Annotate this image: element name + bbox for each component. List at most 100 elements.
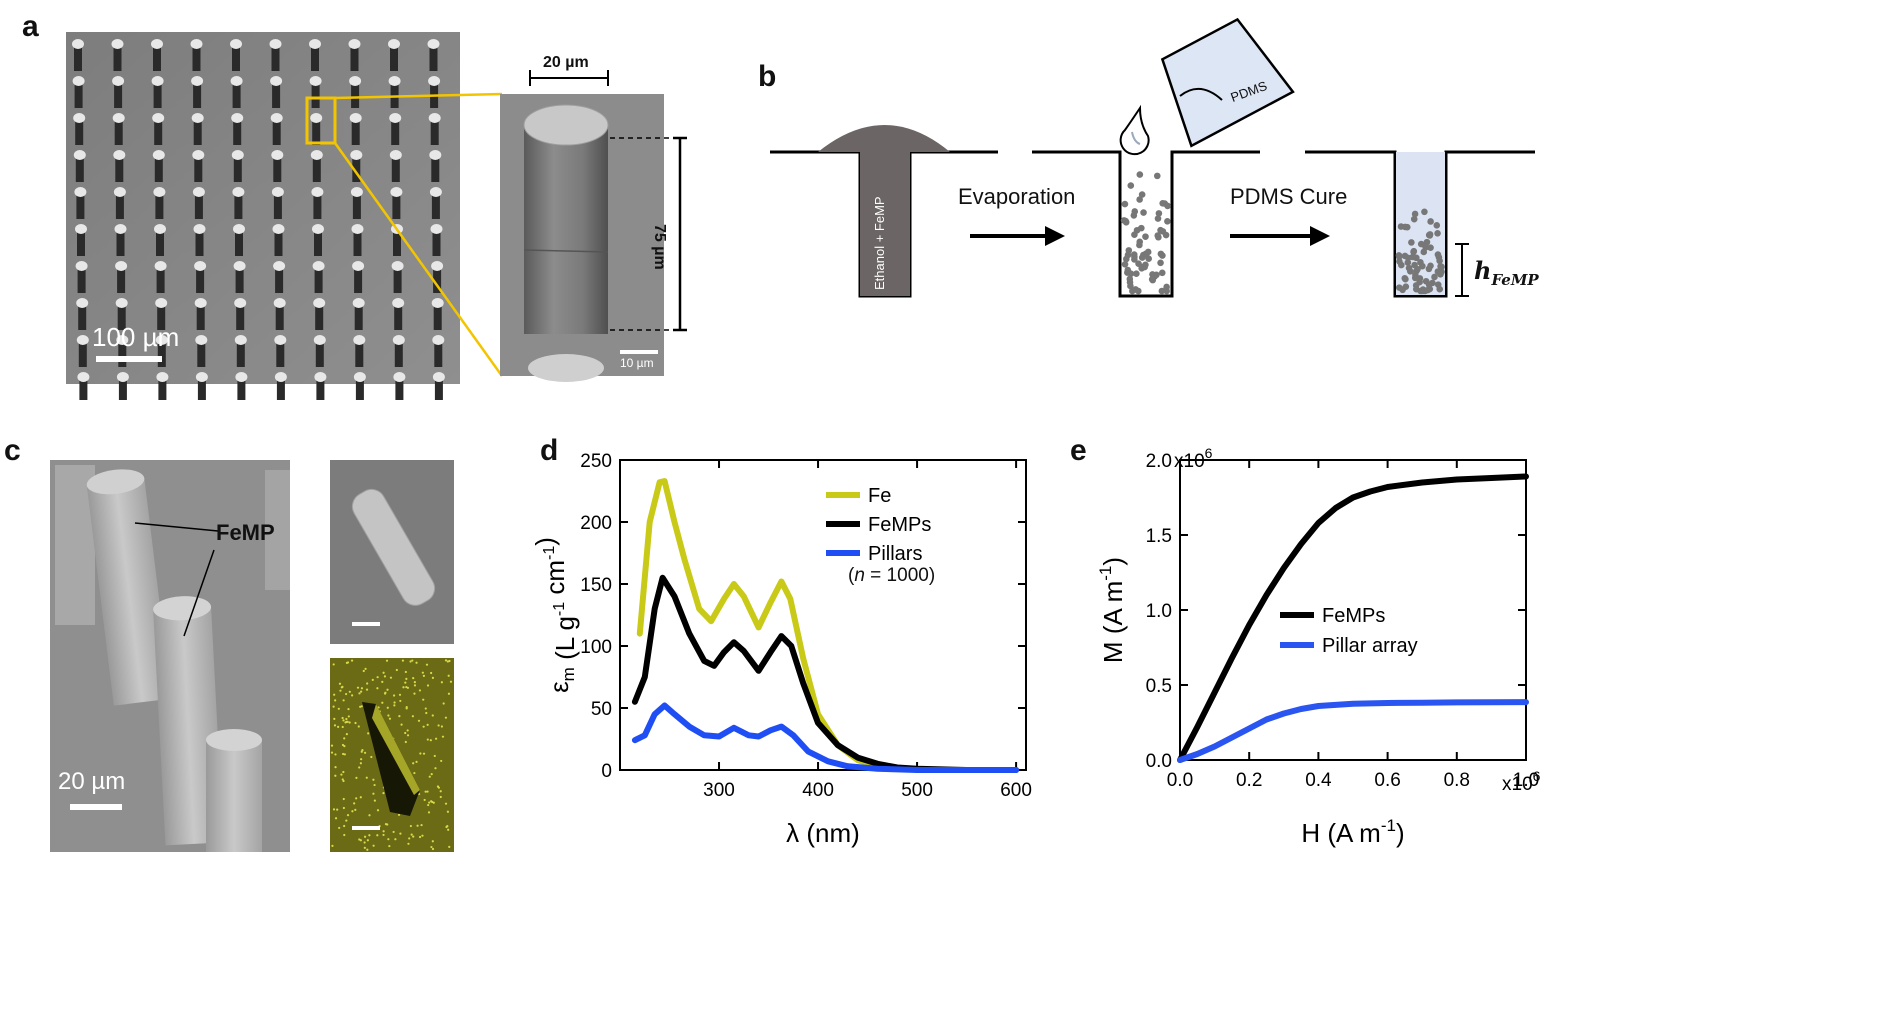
array-pillar-top [312, 224, 324, 234]
eds-dot [448, 845, 451, 848]
y-axis-label: εm (L g-1 cm-1) [530, 537, 580, 693]
particle [1421, 287, 1429, 295]
array-pillar-shadow [118, 376, 127, 400]
height-label-sub: FeMP [1491, 270, 1539, 289]
array-pillar-shadow [154, 117, 163, 145]
eds-dot [372, 792, 375, 795]
array-pillar-shadow [271, 43, 280, 71]
array-pillar-shadow [154, 154, 163, 182]
eds-dot [359, 796, 362, 799]
array-pillar-shadow [233, 117, 242, 145]
eds-dot [382, 833, 385, 837]
array-pillar-top [112, 76, 125, 86]
array-pillar-shadow [354, 302, 363, 330]
eds-dot [386, 706, 389, 709]
array-pillar-shadow [391, 154, 400, 182]
eds-dot [359, 705, 362, 708]
particle [1155, 210, 1163, 217]
eds-dot [360, 758, 363, 761]
eds-dot [363, 751, 367, 754]
inset-scalebar-bar [620, 350, 658, 354]
x-tick-label: 0.2 [1236, 770, 1262, 791]
eds-dot [407, 842, 410, 845]
array-pillar-shadow [351, 80, 360, 108]
x-tick-label: 0.0 [1167, 770, 1193, 791]
plot-frame [619, 459, 1027, 771]
eds-dot [428, 775, 431, 778]
particle [1140, 209, 1147, 216]
legend-label: FeMPs [868, 514, 931, 536]
eds-dot [431, 714, 434, 717]
array-pillar-shadow [195, 228, 204, 256]
eds-dot [334, 753, 337, 756]
eds-dot [393, 704, 396, 707]
particle [1414, 265, 1421, 273]
eds-dot [439, 795, 442, 799]
array-pillar-top [111, 39, 124, 49]
particle [1402, 275, 1409, 283]
array-pillar-top [273, 298, 286, 308]
array-pillar-top [390, 187, 403, 197]
eds-dot [362, 669, 365, 673]
array-pillar-top [310, 150, 323, 160]
eds-dot [422, 698, 425, 701]
array-pillar-top [151, 39, 163, 49]
eds-dot [342, 719, 345, 722]
array-pillar-shadow [232, 80, 241, 108]
eds-dot [434, 767, 437, 770]
particle [1409, 253, 1417, 261]
array-pillar-top [191, 113, 204, 123]
array-pillar-shadow [312, 117, 321, 145]
array-pillar-shadow [434, 339, 443, 367]
particle [1434, 229, 1441, 237]
series-line-femps [1177, 473, 1529, 763]
y-axis-label-sup: -1 [1096, 566, 1115, 581]
eds-dot [348, 690, 351, 693]
y-axis-label: M (A m-1) [1096, 557, 1128, 663]
eds-dot [356, 686, 360, 689]
array-pillar-shadow [118, 339, 127, 367]
array-pillar-top [154, 224, 166, 234]
particle [1122, 255, 1130, 263]
array-pillar-top [231, 150, 244, 160]
eds-dot [363, 846, 366, 849]
array-pillar-top [351, 224, 364, 234]
array-pillar-shadow [276, 339, 285, 367]
array-pillar-top [428, 113, 441, 123]
particle [1401, 252, 1409, 260]
eds-dot [332, 663, 335, 666]
eds-dot [421, 834, 424, 837]
array-pillar-shadow [394, 302, 403, 330]
eds-dot [406, 729, 409, 732]
eds-dot [442, 702, 445, 705]
eds-dot [444, 716, 448, 719]
array-pillar-shadow [431, 191, 440, 219]
eds-dot [364, 667, 367, 670]
y-axis-label-part: cm [540, 560, 570, 602]
array-pillar-top [234, 298, 247, 308]
array-pillar-shadow [153, 43, 161, 71]
eds-dot [358, 692, 361, 695]
eds-dot [361, 748, 364, 752]
array-pillar-top [389, 113, 402, 123]
particle [1421, 208, 1428, 216]
array-pillar-shadow [194, 191, 203, 219]
array-pillar-shadow [115, 191, 124, 219]
array-pillar-shadow [351, 117, 360, 145]
array-pillar-shadow [78, 339, 87, 367]
array-pillar-shadow [393, 228, 401, 256]
eds-dot [405, 677, 408, 680]
array-pillar-shadow [433, 302, 442, 330]
particle [1395, 253, 1403, 261]
eds-dot [358, 766, 361, 769]
array-pillar-shadow [115, 154, 124, 182]
eds-dot [424, 790, 427, 793]
eds-dot [334, 766, 337, 769]
array-pillar-top [73, 150, 86, 160]
eds-dot [440, 725, 444, 728]
eds-dot [366, 839, 369, 842]
particle [1138, 254, 1146, 261]
x-axis-label-sup: -1 [1381, 816, 1396, 835]
eds-dot [355, 797, 358, 800]
eds-dot [398, 715, 401, 718]
